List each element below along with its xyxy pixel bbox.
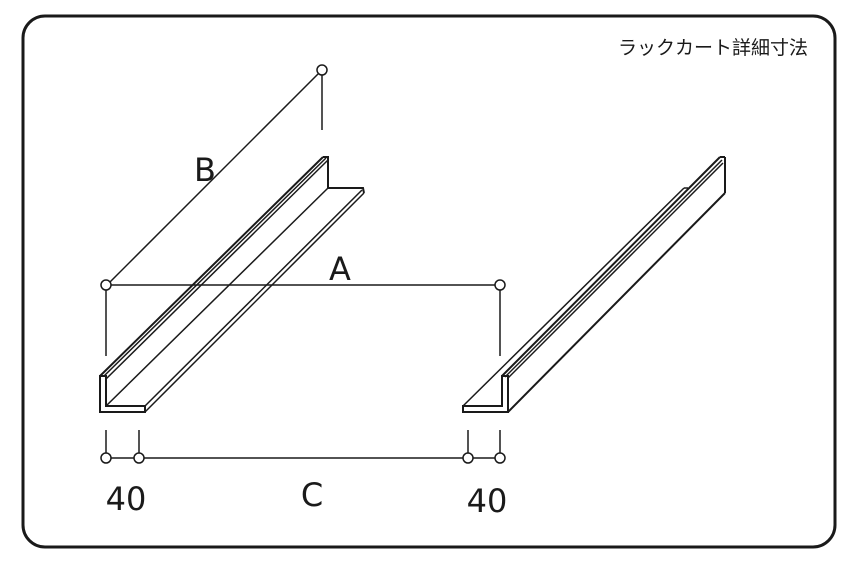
label-a: A <box>329 250 351 288</box>
label-b: B <box>194 151 216 189</box>
label-left-width: 40 <box>106 480 147 518</box>
dimension-a <box>100 279 506 356</box>
frame-border <box>21 14 837 549</box>
label-c: C <box>301 476 323 514</box>
left-angle-rail <box>99 156 365 413</box>
label-right-width: 40 <box>467 482 508 520</box>
diagram-title: ラックカート詳細寸法 <box>618 37 808 59</box>
dimension-c <box>100 430 506 464</box>
dimension-b <box>109 64 328 283</box>
right-angle-rail <box>462 156 726 413</box>
